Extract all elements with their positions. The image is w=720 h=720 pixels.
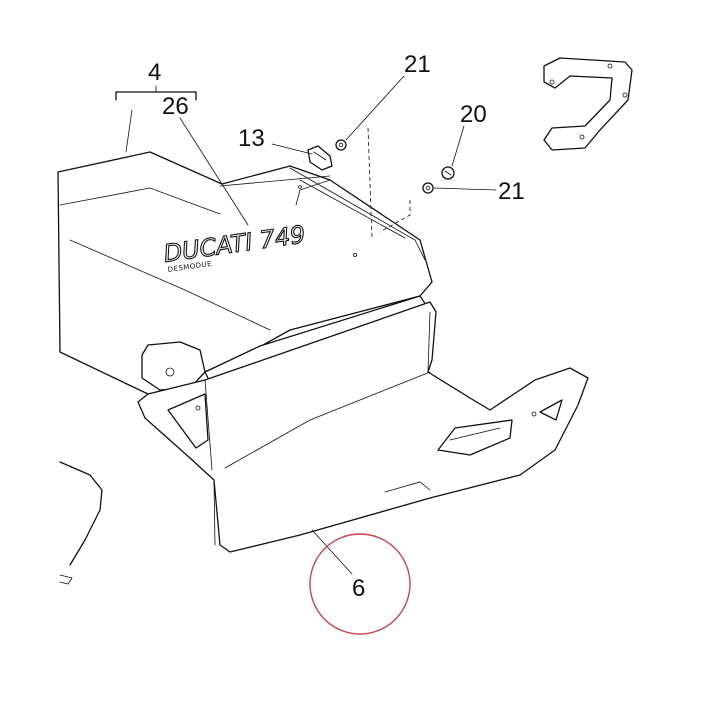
highlight-circle bbox=[309, 533, 411, 635]
fastener-clip-13 bbox=[307, 145, 333, 171]
callout-6: 6 bbox=[352, 575, 365, 602]
callout-21-upper: 21 bbox=[404, 51, 431, 78]
leader-lines bbox=[115, 75, 497, 575]
seat-bracket bbox=[543, 57, 633, 151]
screw-20 bbox=[441, 166, 455, 180]
washer-21-upper bbox=[335, 139, 347, 151]
undertail-part-6 bbox=[137, 301, 589, 553]
assembly-line bbox=[367, 127, 373, 239]
washer-21-lower bbox=[422, 182, 434, 194]
side-panel-partial bbox=[59, 461, 103, 585]
callout-21-lower: 21 bbox=[498, 178, 525, 205]
callout-13: 13 bbox=[238, 125, 265, 152]
callout-20: 20 bbox=[460, 101, 487, 128]
callout-26: 26 bbox=[162, 93, 189, 120]
callout-4: 4 bbox=[148, 59, 161, 86]
assembly-line bbox=[379, 200, 411, 233]
